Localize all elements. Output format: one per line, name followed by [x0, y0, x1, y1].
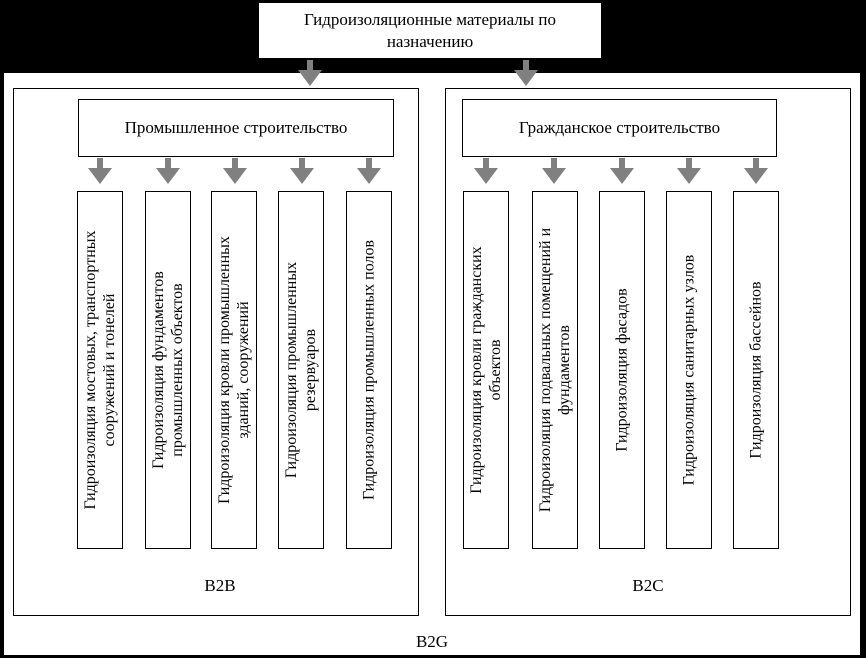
- item-label: Гидроизоляция кровли гражданских объекто…: [468, 246, 504, 494]
- b2b-label: B2B: [204, 576, 236, 595]
- item-box-industrial-reservoirs: Гидроизоляция промышленных резервуаров: [278, 191, 324, 549]
- b2b-frame: [13, 88, 419, 616]
- item-label: Гидроизоляция промышленных полов: [360, 239, 378, 501]
- item-label: Гидроизоляция санитарных узлов: [680, 254, 698, 486]
- item-box-facades: Гидроизоляция фасадов: [599, 191, 645, 549]
- civil-construction-label: Гражданское строительство: [518, 118, 721, 137]
- b2c-label: B2C: [632, 576, 664, 595]
- item-box-industrial-roofs: Гидроизоляция кровли промышленных зданий…: [211, 191, 257, 549]
- item-box-pools: Гидроизоляция бассейнов: [733, 191, 779, 549]
- item-box-industrial-floors: Гидроизоляция промышленных полов: [346, 191, 392, 549]
- diagram-title-text: Гидроизоляционные материалы по назначени…: [303, 9, 557, 51]
- item-label: Гидроизоляция промышленных резервуаров: [283, 261, 319, 479]
- item-label: Гидроизоляция подвальных помещений и фун…: [537, 227, 573, 513]
- item-label: Гидроизоляция бассейнов: [747, 281, 765, 459]
- item-label: Гидроизоляция мостовых, транспортных соо…: [82, 230, 118, 510]
- diagram-title: Гидроизоляционные материалы по назначени…: [258, 2, 602, 59]
- item-box-civil-roofs: Гидроизоляция кровли гражданских объекто…: [463, 191, 509, 549]
- b2g-label: B2G: [415, 632, 449, 651]
- item-box-bridges: Гидроизоляция мостовых, транспортных соо…: [77, 191, 123, 549]
- b2c-frame: [445, 88, 851, 616]
- item-label: Гидроизоляция кровли промышленных зданий…: [216, 236, 252, 504]
- item-box-sanitary: Гидроизоляция санитарных узлов: [666, 191, 712, 549]
- civil-construction-box: Гражданское строительство: [462, 99, 777, 157]
- industrial-construction-box: Промышленное строительство: [78, 99, 394, 157]
- item-box-industrial-foundations: Гидроизоляция фундаментов промышленных о…: [145, 191, 191, 549]
- industrial-construction-label: Промышленное строительство: [124, 118, 348, 137]
- item-label: Гидроизоляция фасадов: [613, 288, 631, 452]
- item-label: Гидроизоляция фундаментов промышленных о…: [150, 271, 186, 469]
- item-box-basements: Гидроизоляция подвальных помещений и фун…: [532, 191, 578, 549]
